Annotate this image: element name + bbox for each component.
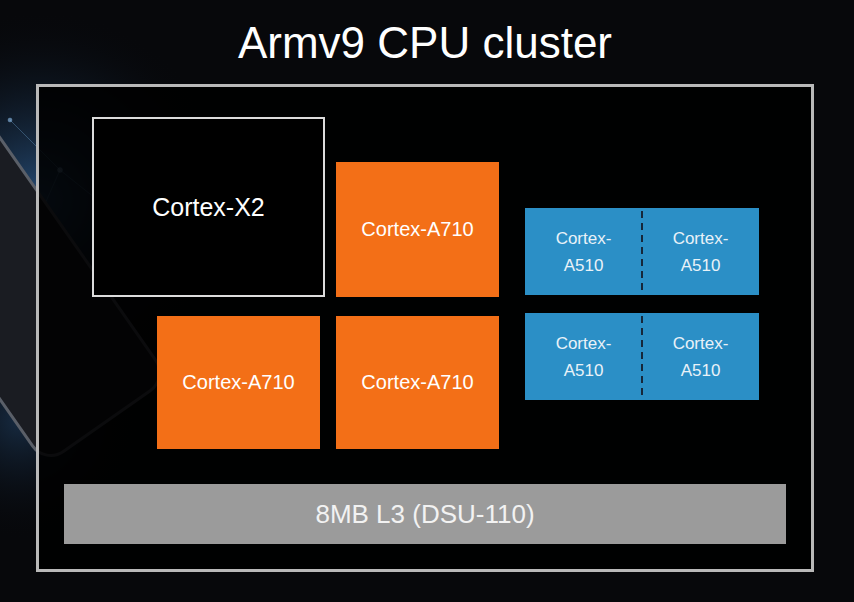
core-box: Cortex-A710 [336,316,499,449]
core-box: Cortex- A510 [525,313,642,400]
core-label: 8MB L3 (DSU-110) [315,499,534,530]
core-box: Cortex-A710 [336,162,499,297]
core-label: Cortex-A710 [361,371,473,394]
core-box: Cortex- A510 [642,208,759,295]
core-label: Cortex- A510 [549,225,619,279]
cluster-box: Armv9 CPU clusterCortex-X2Cortex-A710Cor… [36,84,814,572]
dashed-divider [641,316,643,398]
core-box: Cortex-X2 [92,117,325,297]
core-label: Cortex-A710 [182,371,294,394]
cluster-title: Armv9 CPU cluster [39,17,811,69]
core-label: Cortex- A510 [549,330,619,384]
core-label: Cortex- A510 [666,225,736,279]
core-box: Cortex- A510 [642,313,759,400]
core-box: Cortex- A510 [525,208,642,295]
cache-band: 8MB L3 (DSU-110) [64,484,786,544]
core-label: Cortex-A710 [361,218,473,241]
dashed-divider [641,211,643,293]
core-box: Cortex-A710 [157,316,320,449]
core-label: Cortex- A510 [666,330,736,384]
core-label: Cortex-X2 [152,193,265,222]
